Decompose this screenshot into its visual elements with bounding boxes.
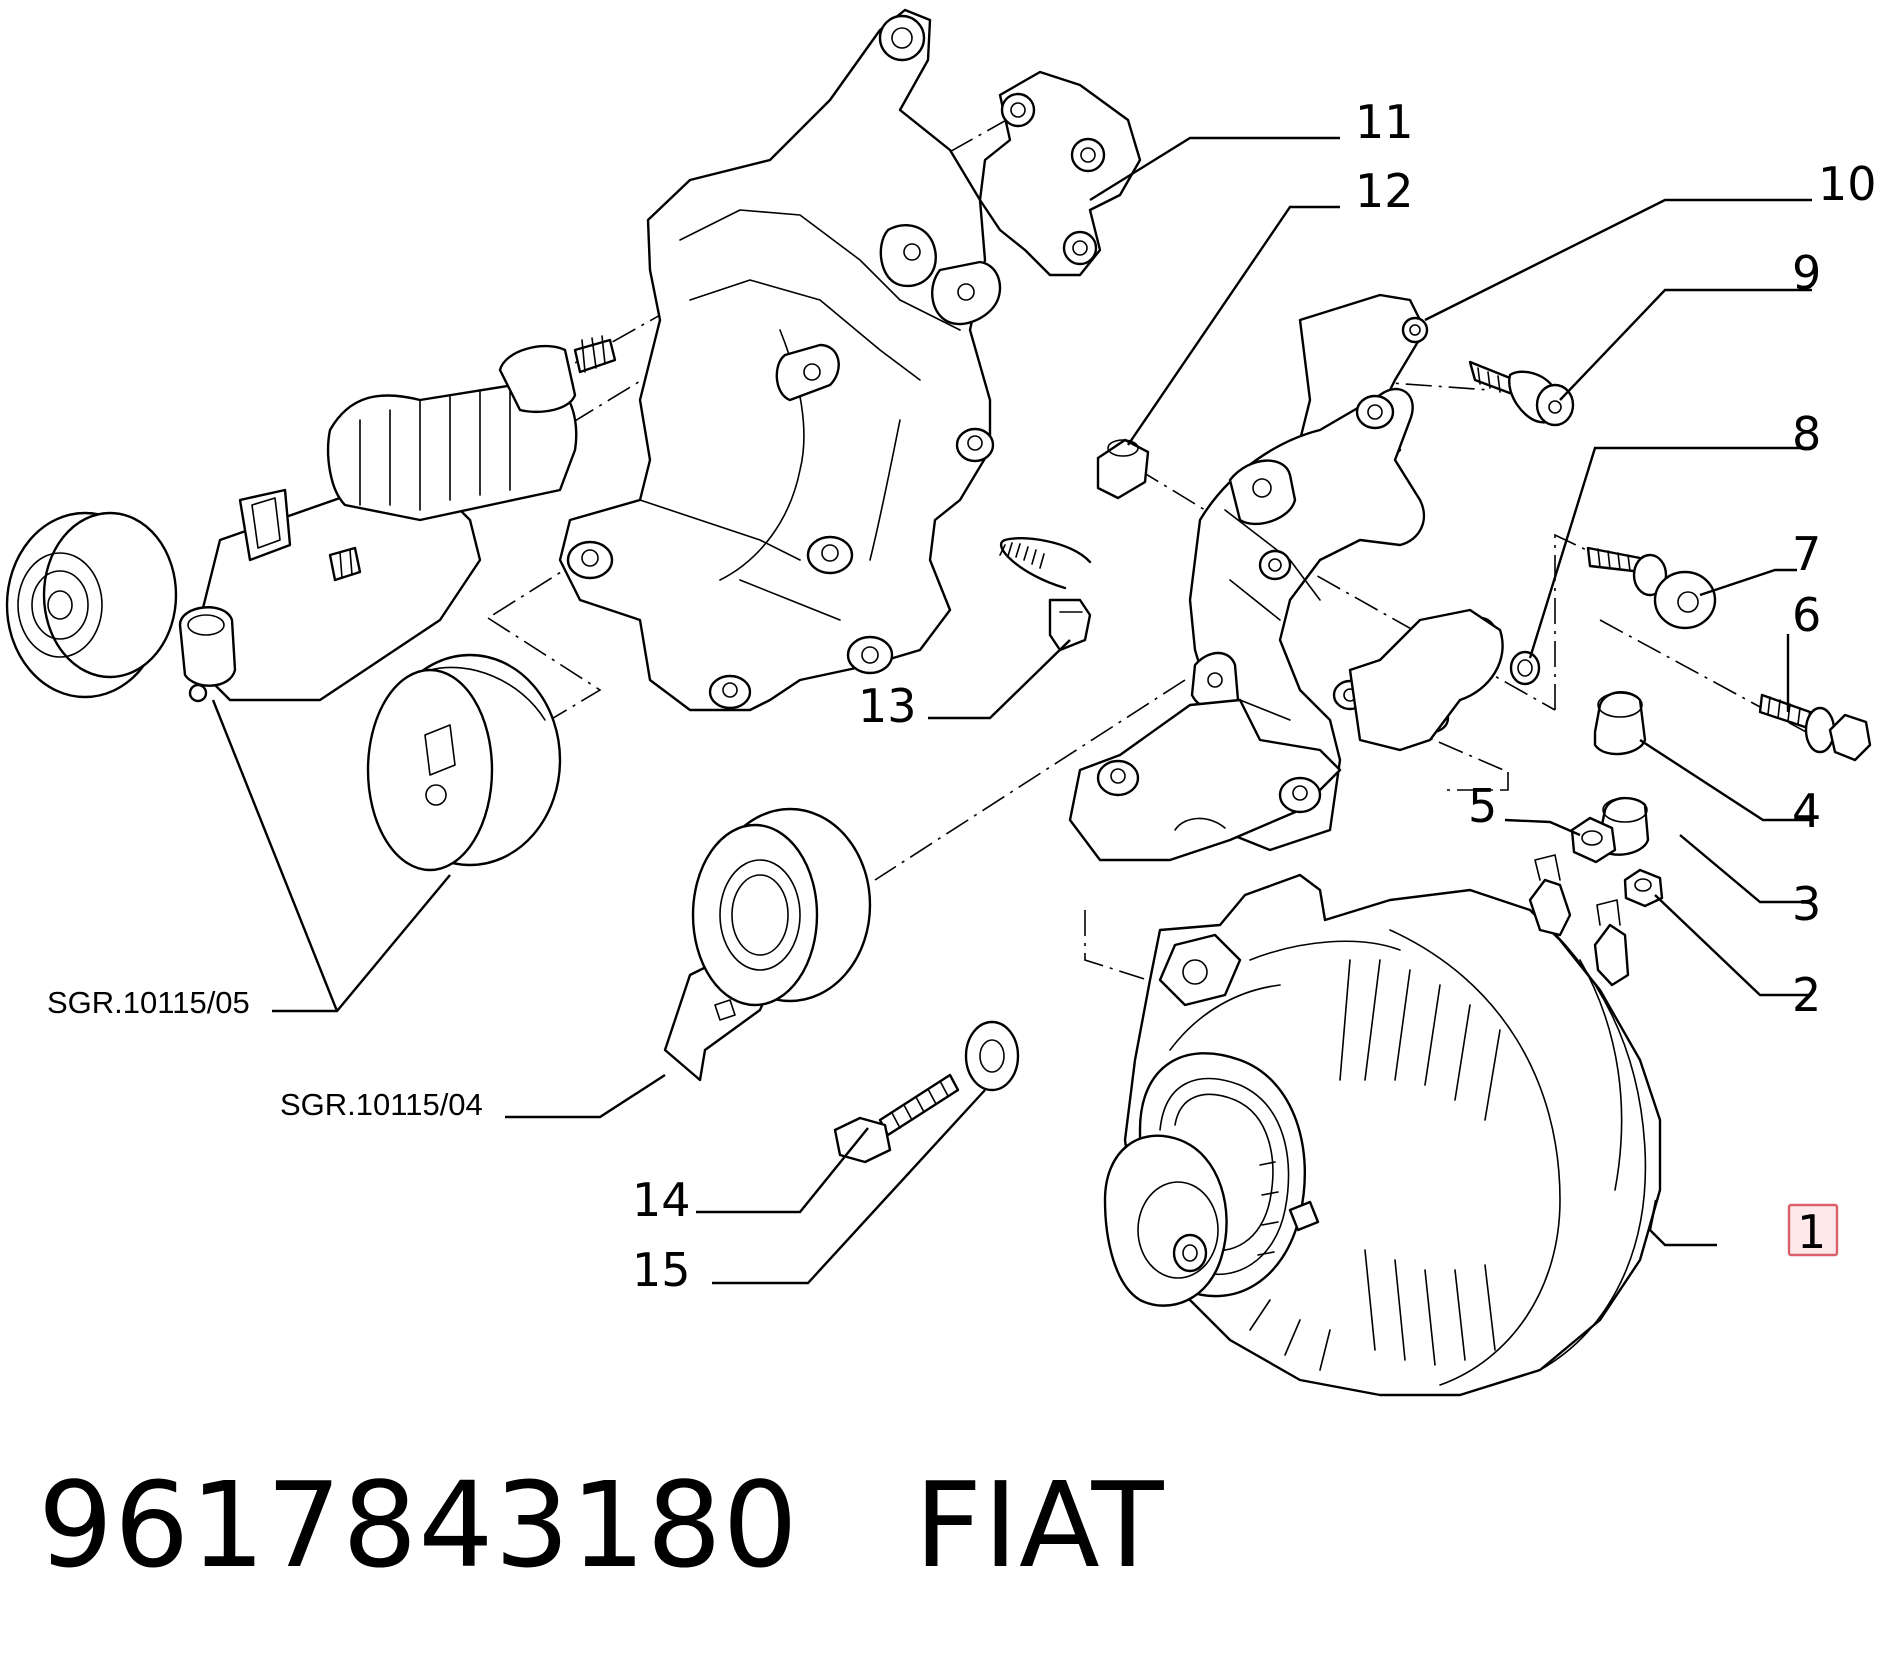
callout-15: 15 [632, 1243, 691, 1297]
alternator-bracket [1068, 293, 1504, 862]
reference-sgr-05: SGR.10115/05 [47, 985, 250, 1020]
bolt-9 [1468, 360, 1575, 427]
nuts [1570, 816, 1664, 908]
callout-2: 2 [1792, 968, 1821, 1022]
bolt-7 [1586, 546, 1717, 630]
callout-4: 4 [1792, 784, 1821, 838]
callout-6: 6 [1792, 588, 1821, 642]
alternator [1103, 854, 1662, 1397]
callout-8: 8 [1792, 407, 1821, 461]
spacer-bushing [1096, 438, 1150, 500]
washer-8 [1509, 650, 1541, 686]
callout-12: 12 [1355, 164, 1414, 218]
callout-13: 13 [858, 679, 917, 733]
callout-11: 11 [1355, 95, 1414, 149]
callout-14: 14 [632, 1173, 691, 1227]
callout-9: 9 [1792, 246, 1821, 300]
belt-tensioner-assembly [5, 335, 617, 703]
part-number: 9617843180 [38, 1456, 799, 1594]
bolt-6 [1758, 693, 1872, 762]
hose-clip [999, 537, 1092, 652]
callout-1-highlight [1787, 1203, 1839, 1257]
callout-3: 3 [1792, 877, 1821, 931]
idler-pulley [366, 653, 562, 872]
reference-sgr-04: SGR.10115/04 [280, 1087, 483, 1122]
callout-5: 5 [1468, 779, 1497, 833]
bolt-14-washer-15 [833, 1020, 1020, 1164]
engine-mount-bracket [558, 8, 1142, 712]
callout-7: 7 [1792, 527, 1821, 581]
callout-10: 10 [1818, 157, 1877, 211]
lower-pulley-arm [663, 807, 872, 1082]
callout-1: 1 [1797, 1205, 1826, 1259]
leader-lines [211, 136, 1812, 1285]
brand-name: FIAT [914, 1456, 1165, 1594]
callout-labels: 1 2 3 4 5 6 7 8 9 10 11 12 13 14 15 SGR.… [47, 95, 1877, 1297]
part-number-caption: 9617843180 FIAT [38, 1456, 1165, 1594]
